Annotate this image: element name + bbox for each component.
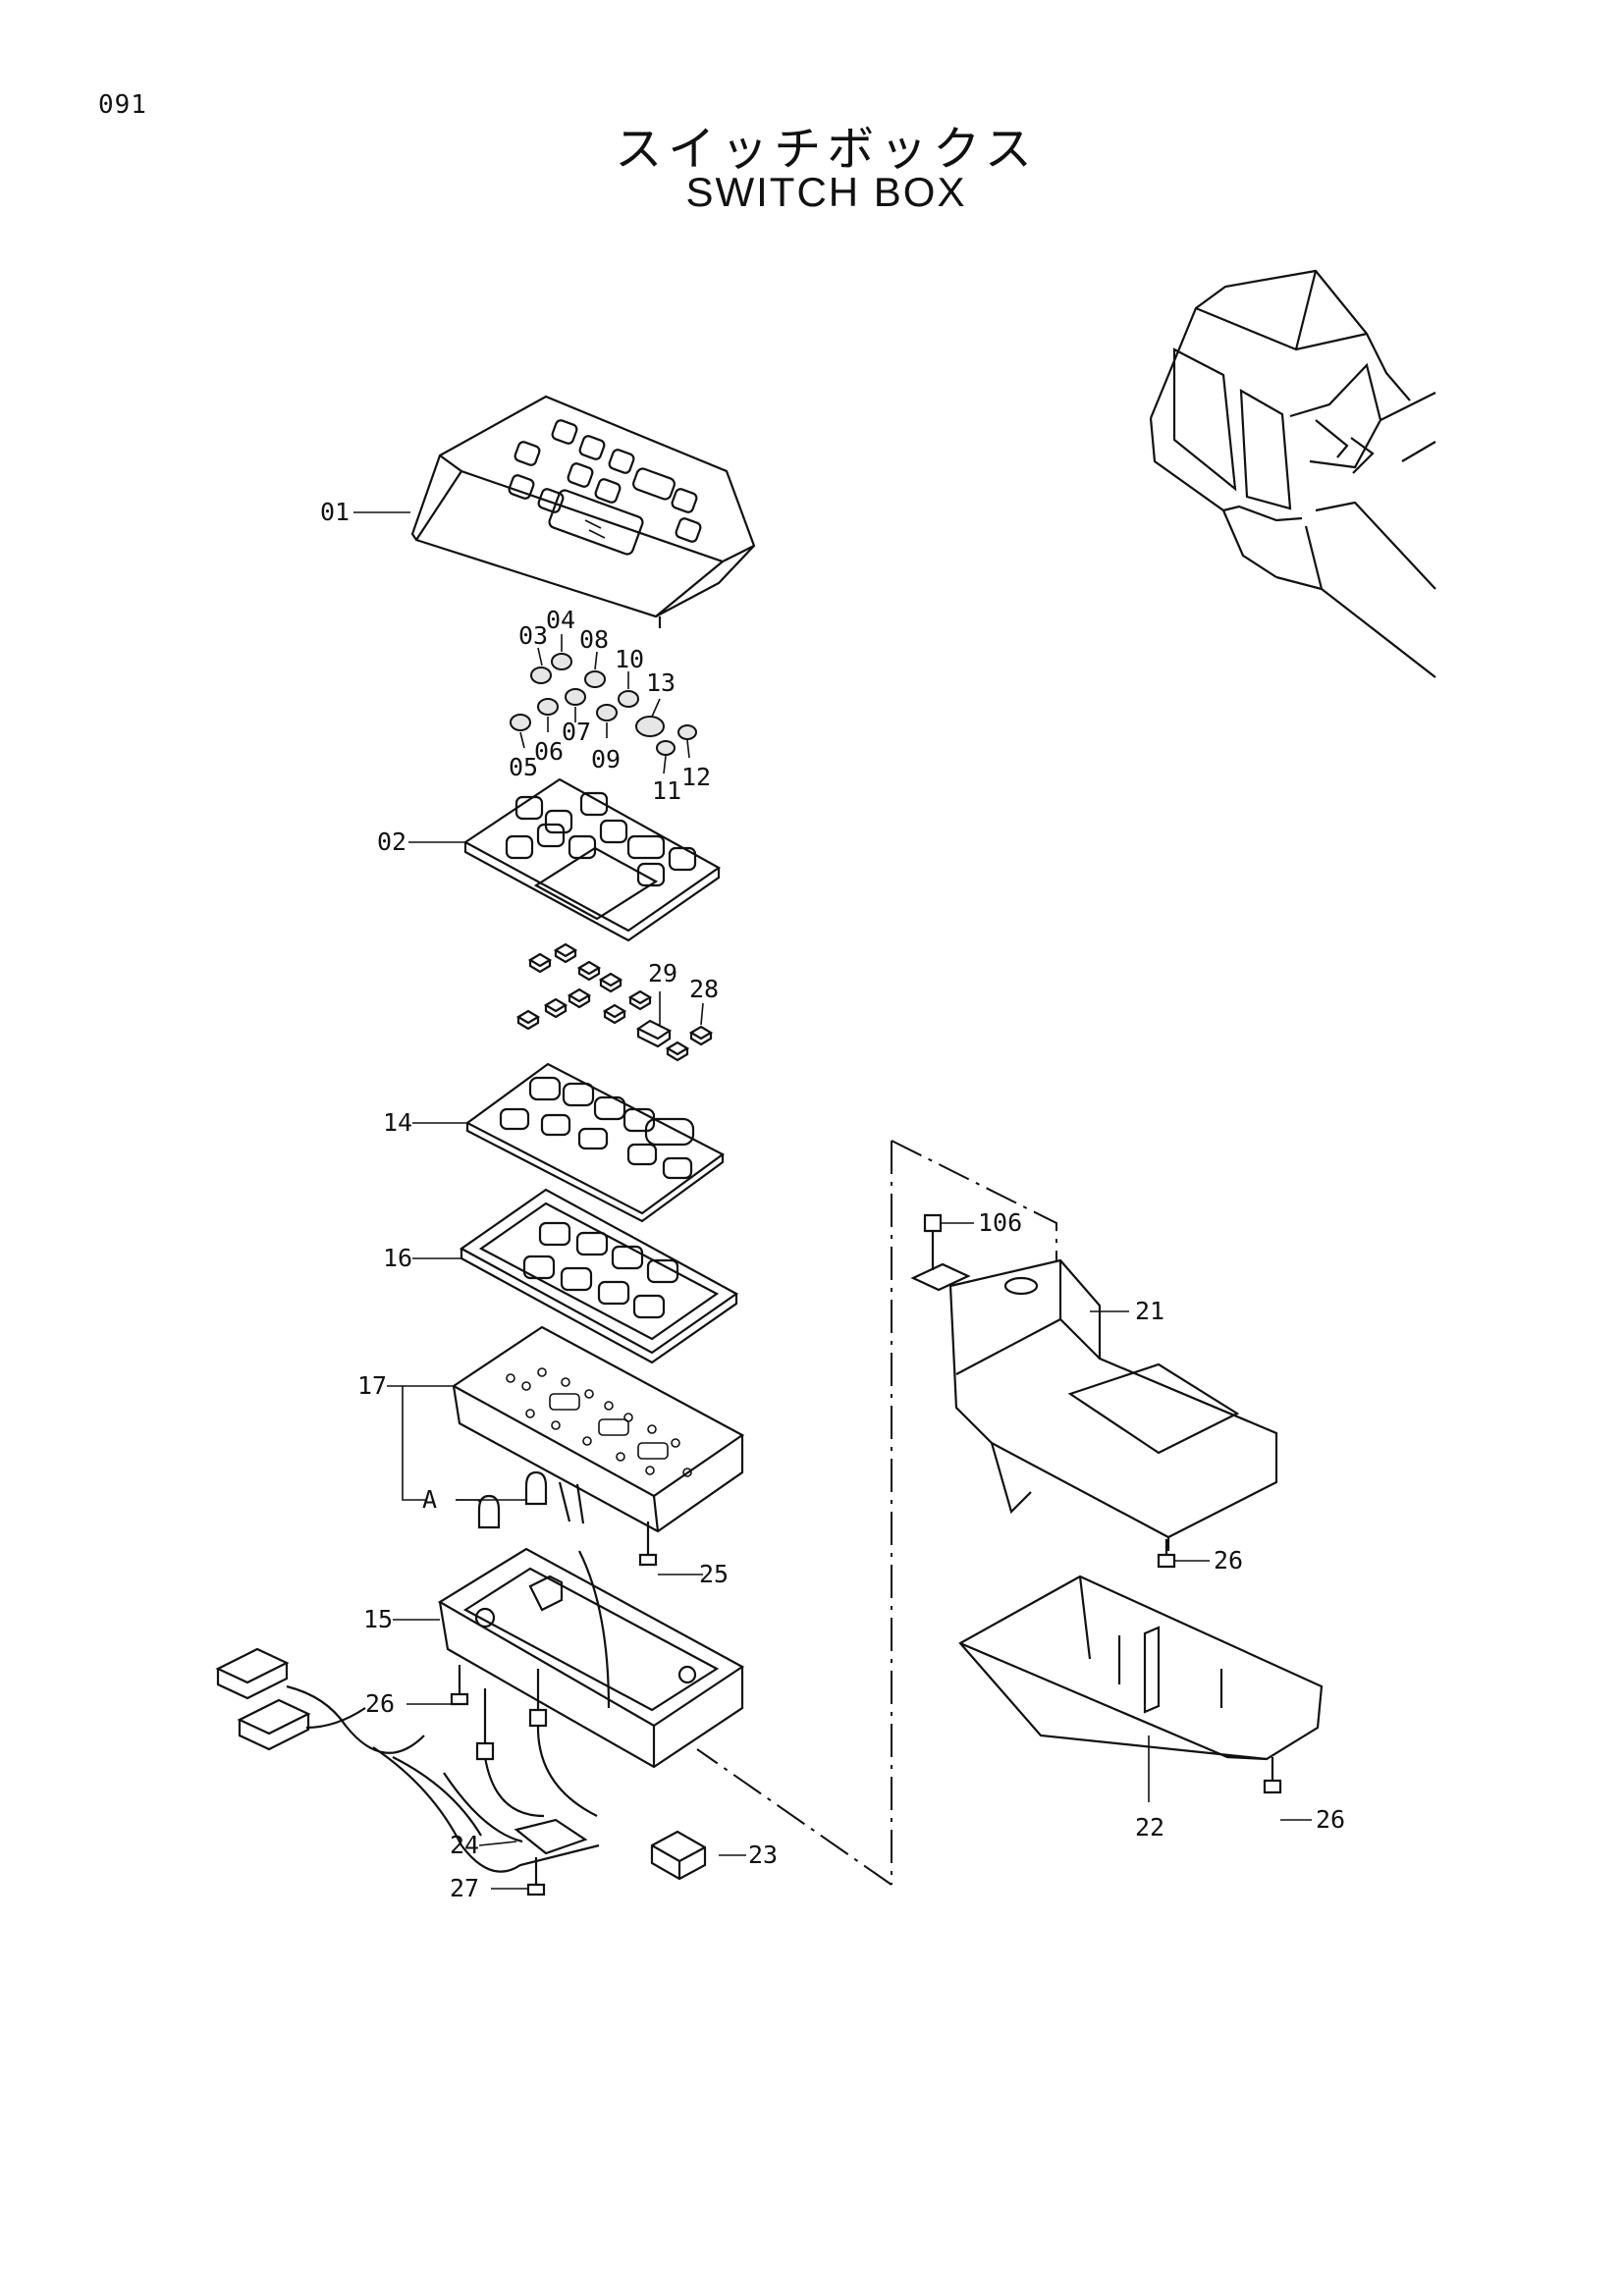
lamp-bulbs-a <box>477 1470 548 1529</box>
callout-07: 07 <box>562 718 591 746</box>
screw-26-lower <box>1263 1757 1282 1794</box>
callout-27: 27 <box>450 1874 479 1902</box>
callout-13: 13 <box>646 668 676 697</box>
assembly-reference-lines <box>696 1140 1057 1886</box>
bolt-106 <box>923 1213 943 1270</box>
callout-26-middle: 26 <box>1214 1546 1243 1575</box>
callout-29: 29 <box>648 959 677 988</box>
callout-09: 09 <box>591 745 621 774</box>
callout-28: 28 <box>689 975 719 1003</box>
part-23-grommet <box>650 1830 707 1881</box>
callout-10: 10 <box>615 645 644 673</box>
cab-inset-illustration <box>1149 269 1436 678</box>
part-22-side-cover <box>958 1575 1324 1761</box>
switch-knobs-03-13 <box>510 653 697 756</box>
callout-02: 02 <box>377 828 406 856</box>
callout-08: 08 <box>579 625 609 654</box>
callout-01: 01 <box>320 498 350 526</box>
callout-17: 17 <box>357 1371 387 1400</box>
leader-lines <box>353 511 1312 1890</box>
part-17-circuit-board <box>451 1325 745 1533</box>
callout-04: 04 <box>546 606 575 634</box>
callout-03: 03 <box>518 621 548 650</box>
callout-06: 06 <box>534 737 564 766</box>
page-number: 091 <box>98 90 147 120</box>
part-15-switch-box-case <box>437 1547 745 1769</box>
callout-16: 16 <box>383 1244 412 1272</box>
callout-15: 15 <box>363 1605 393 1633</box>
screw-27 <box>526 1857 546 1896</box>
screw-26-middle <box>1157 1539 1176 1569</box>
callout-a: A <box>422 1485 437 1514</box>
part-01-switch-box-cover <box>410 395 756 628</box>
callout-24: 24 <box>450 1831 479 1859</box>
callout-22: 22 <box>1135 1813 1164 1842</box>
title-english: SWITCH BOX <box>685 169 967 215</box>
part-21-mounting-bracket <box>910 1258 1278 1551</box>
callout-labels: 01 04 03 08 10 13 07 09 05 06 12 11 02 2… <box>320 498 1345 1902</box>
callout-25: 25 <box>699 1560 729 1588</box>
part-24-wire-harness <box>215 1647 600 1873</box>
callout-11: 11 <box>652 776 681 805</box>
callout-26-left: 26 <box>365 1689 395 1718</box>
callout-05: 05 <box>509 753 538 781</box>
callout-21: 21 <box>1135 1297 1164 1325</box>
callout-23: 23 <box>748 1841 778 1869</box>
part-16-switch-frame <box>459 1188 739 1364</box>
callout-26-lower: 26 <box>1316 1805 1345 1834</box>
rubber-pads-28-29 <box>515 942 714 1062</box>
screw-26-left <box>450 1665 469 1706</box>
part-14-rubber-contact-sheet <box>464 1062 726 1223</box>
callout-12: 12 <box>681 763 711 791</box>
title-japanese: スイッチボックス <box>615 122 1038 177</box>
callout-106: 106 <box>978 1208 1022 1237</box>
callout-14: 14 <box>383 1108 412 1137</box>
part-02-switch-plate <box>462 777 722 942</box>
screw-25 <box>638 1522 658 1567</box>
